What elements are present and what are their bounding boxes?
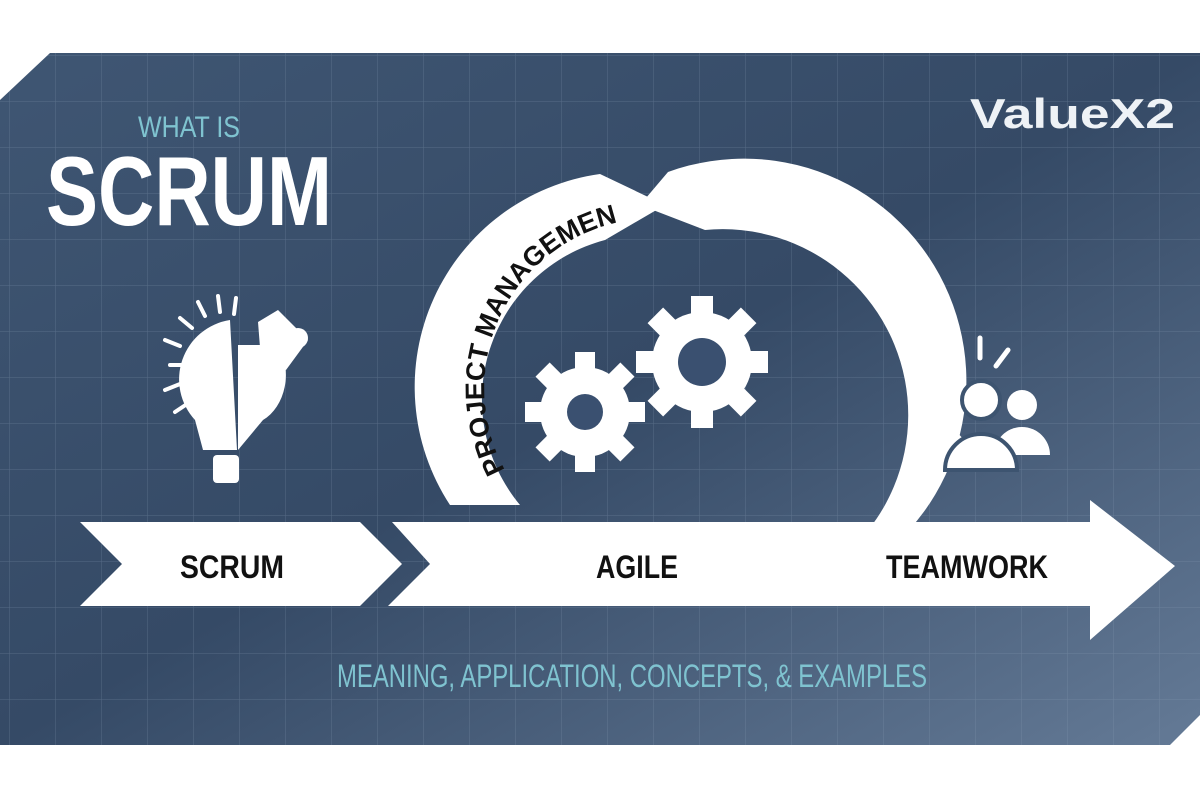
logo: ValueX2 [970, 90, 1175, 137]
flow-step-label: AGILE [596, 549, 678, 585]
gears-icon [525, 296, 768, 472]
page-title: SCRUM [46, 136, 332, 246]
flow-step-agile-teamwork [388, 522, 760, 606]
flow-step-label: TEAMWORK [886, 549, 1048, 585]
cycle-ring [414, 158, 967, 600]
flow-step-scrum [80, 522, 402, 606]
team-icon [912, 335, 1050, 472]
subtitle: MEANING, APPLICATION, CONCEPTS, & EXAMPL… [337, 658, 927, 694]
header-kicker: WHAT IS [138, 111, 240, 144]
lightbulb-puzzle-icon [163, 294, 308, 483]
flow-step-label: SCRUM [180, 549, 284, 585]
flow-arrow [80, 500, 1175, 640]
